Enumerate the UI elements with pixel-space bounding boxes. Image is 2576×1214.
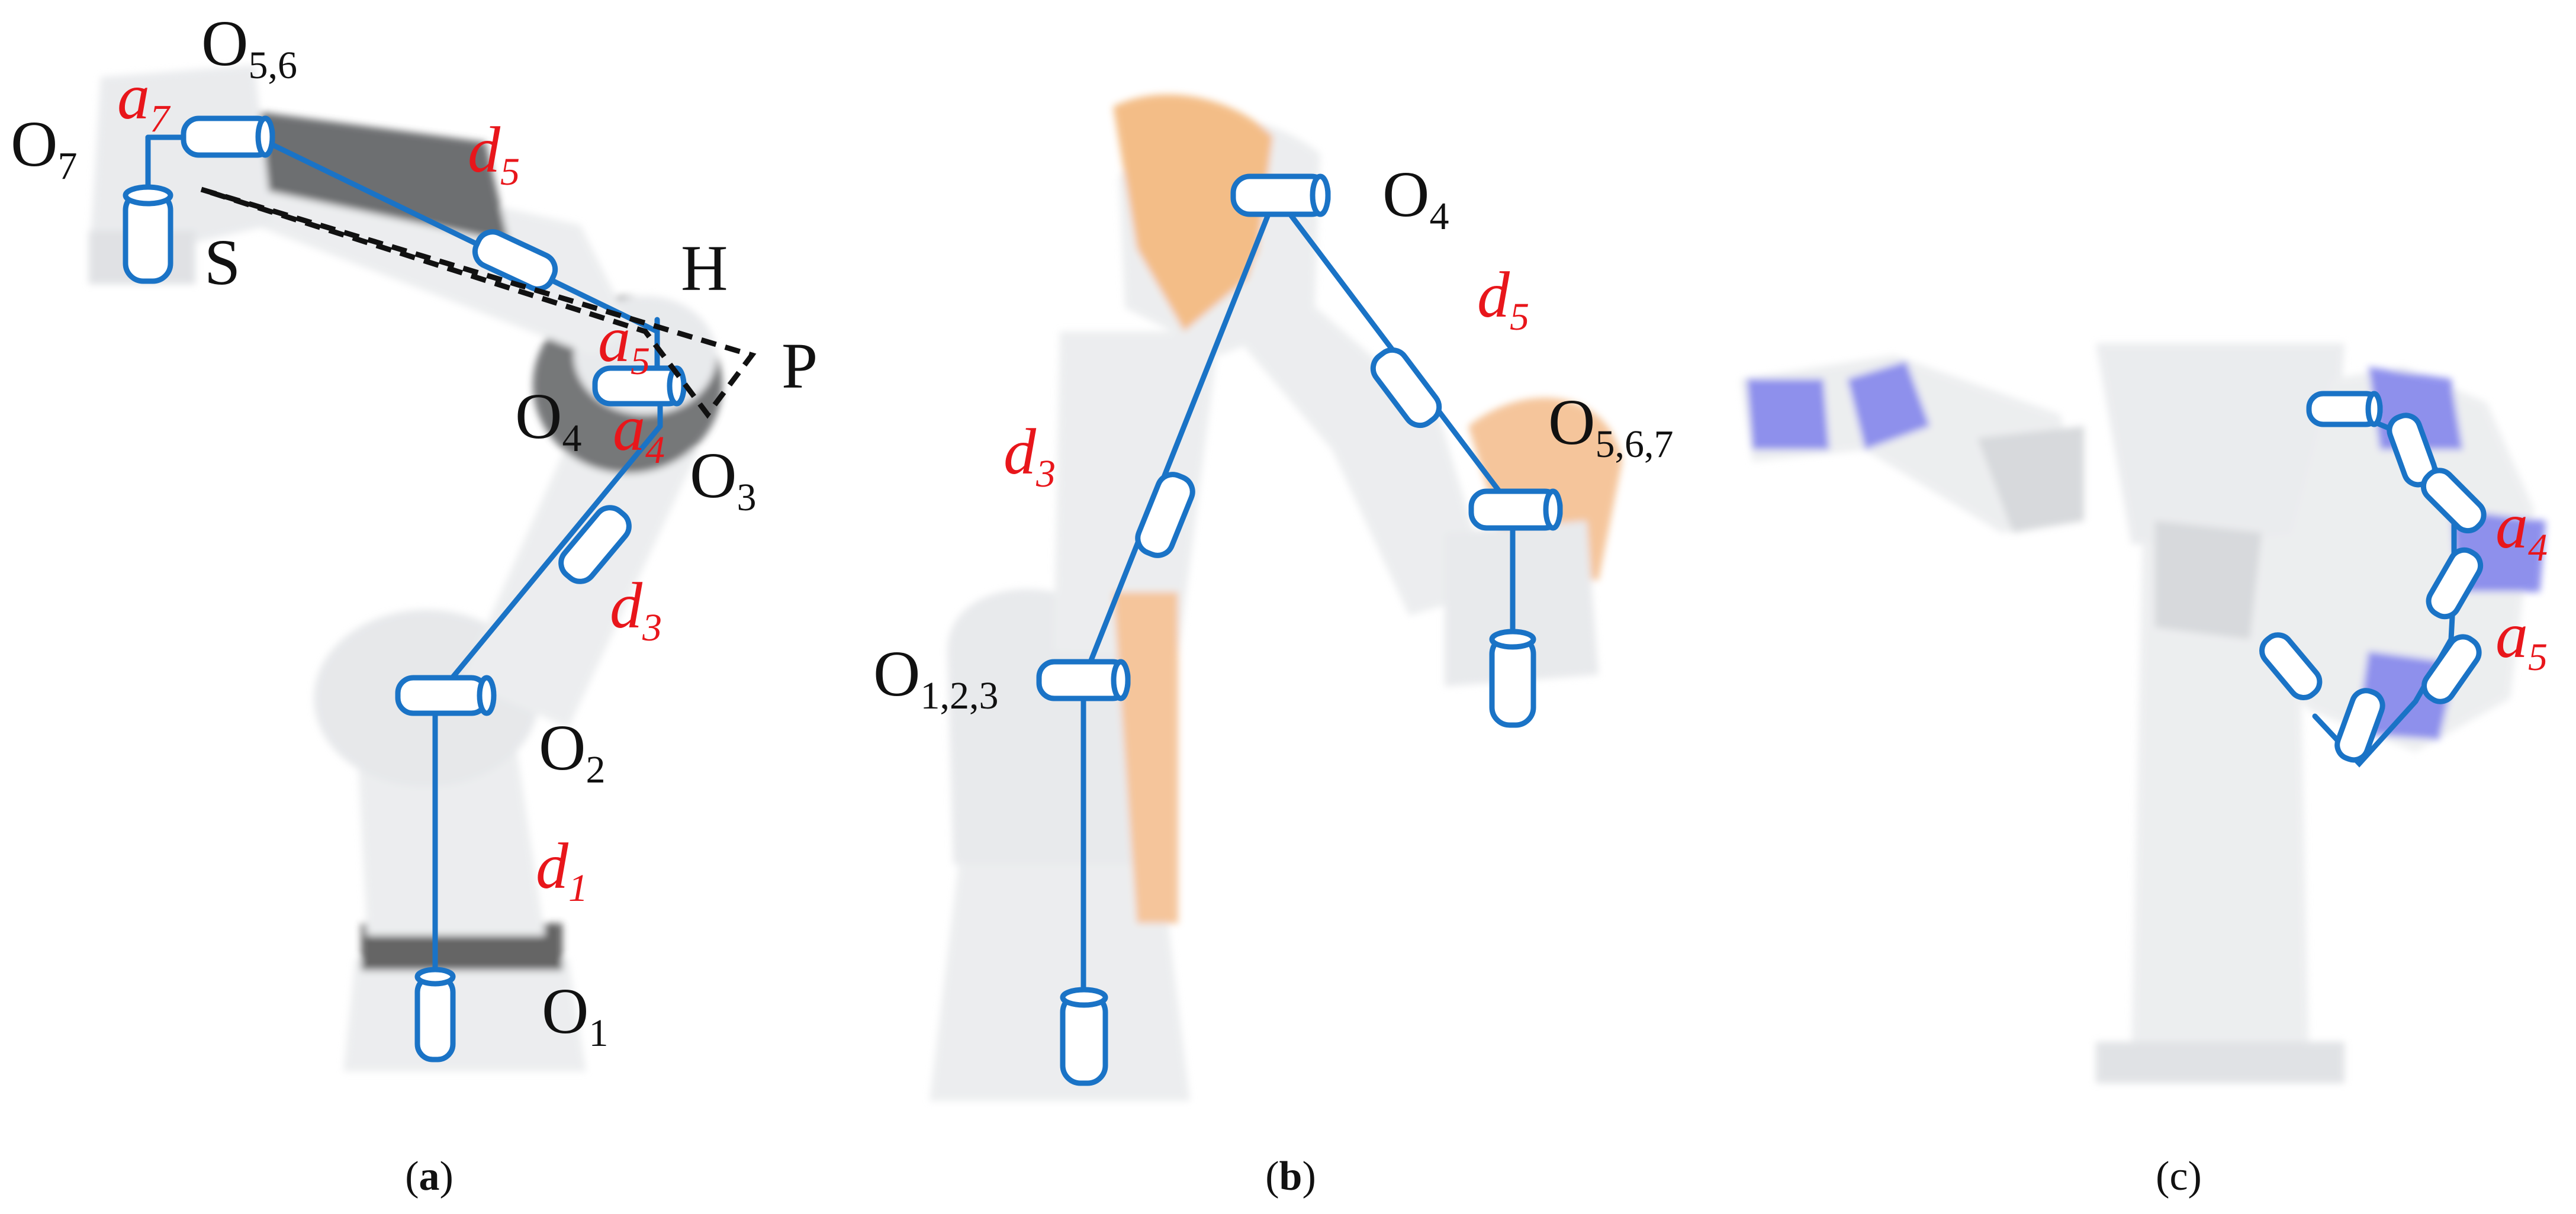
label-o7: O7 — [11, 108, 77, 188]
panel-a-kinematic-chain — [123, 115, 757, 1062]
panel-c: a4 a5 (c) — [1741, 343, 2548, 1199]
panel-b-labels: O4 d5 O5,6,7 d3 O1,2,3 — [873, 158, 1673, 717]
joint-d5-cylinder — [472, 229, 558, 292]
label-d5: d5 — [468, 114, 520, 194]
label-s: S — [204, 226, 240, 298]
caption-b: (b) — [1265, 1154, 1316, 1199]
joint-base-cylinder — [1060, 987, 1108, 1086]
label-a4: a4 — [2495, 490, 2548, 569]
label-o1: O1 — [542, 975, 608, 1055]
label-d5: d5 — [1477, 259, 1529, 339]
joint-d3-cylinder — [1135, 472, 1195, 558]
panel-b: O4 d5 O5,6,7 d3 O1,2,3 (b) — [873, 94, 1673, 1199]
joint-c4-cylinder — [2426, 547, 2484, 620]
label-h: H — [681, 232, 728, 304]
label-a5: a5 — [598, 303, 650, 383]
joint-c3-cylinder — [2420, 468, 2487, 534]
shp-dashed-plane — [200, 186, 757, 419]
label-o4: O4 — [515, 380, 581, 460]
panel-c-kinematic-chain — [2259, 391, 2487, 768]
joint-tool-cylinder — [1489, 629, 1536, 728]
label-a7: a7 — [117, 60, 171, 140]
panel-b-kinematic-chain — [1036, 173, 1563, 1086]
joint-c5-cylinder — [2421, 634, 2482, 704]
joint-o7-cylinder — [123, 184, 173, 284]
label-d3: d3 — [1004, 416, 1056, 495]
joint-c6-cylinder — [2334, 688, 2385, 763]
caption-a: (a) — [405, 1154, 454, 1199]
joint-o2-cylinder — [395, 675, 497, 716]
joint-o4-cylinder — [1230, 173, 1331, 217]
link-d5 — [252, 133, 660, 334]
label-p: P — [782, 330, 818, 402]
joint-d5-cylinder — [1370, 347, 1442, 429]
link-d3 — [1080, 192, 1279, 682]
panel-b-robot-illustration — [930, 94, 1622, 1101]
label-o56: O5,6 — [201, 7, 297, 87]
label-o3: O3 — [690, 439, 756, 519]
panel-c-labels: a4 a5 — [2495, 490, 2548, 679]
label-d3: d3 — [610, 569, 662, 649]
link-d3 — [432, 423, 663, 701]
label-o567: O5,6,7 — [1548, 386, 1673, 466]
label-o4: O4 — [1382, 158, 1449, 238]
panel-a-labels: O7 O5,6 a7 d5 S H P a5 a4 O4 O3 d3 O2 d1… — [11, 7, 818, 1055]
joint-o567-cylinder — [1468, 488, 1563, 531]
panel-a: O7 O5,6 a7 d5 S H P a5 a4 O4 O3 d3 O2 d1… — [11, 7, 818, 1199]
joint-c1-cylinder — [2306, 391, 2383, 427]
joint-c7-cylinder — [2259, 632, 2323, 701]
label-o123: O1,2,3 — [873, 637, 998, 717]
joint-o56-cylinder — [181, 115, 275, 158]
joint-o123-cylinder — [1036, 659, 1131, 701]
panel-a-robot-illustration — [89, 65, 722, 1071]
label-d1: d1 — [536, 830, 588, 910]
label-o2: O2 — [539, 711, 605, 791]
label-a4: a4 — [613, 392, 665, 472]
joint-d3-cylinder — [558, 505, 632, 584]
joint-o1-cylinder — [414, 967, 456, 1062]
label-a5: a5 — [2495, 599, 2548, 679]
caption-c: (c) — [2156, 1154, 2202, 1199]
